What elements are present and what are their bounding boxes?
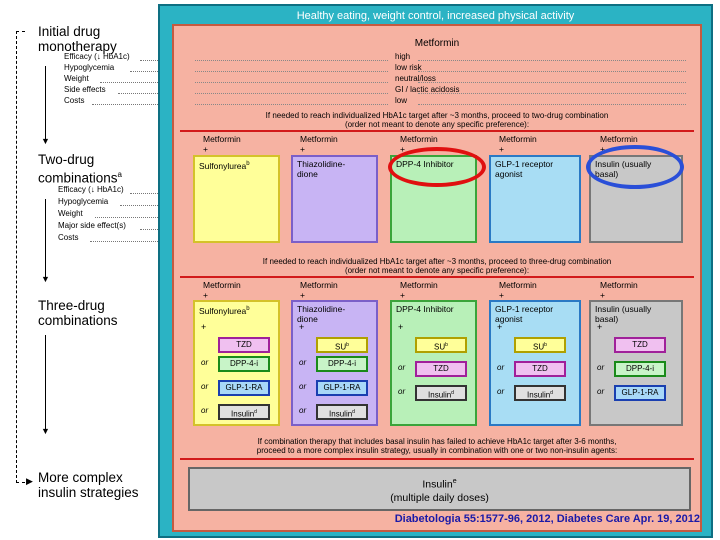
drug-chip-insulin: Insulind xyxy=(514,385,566,401)
citation: Diabetologia 55:1577-96, 2012, Diabetes … xyxy=(394,513,700,525)
or-label: or xyxy=(299,406,307,415)
down-arrow-icon xyxy=(45,199,46,279)
highlight-red-ellipse xyxy=(388,147,486,187)
drug-chip-dpp-4-i: DPP-4-i xyxy=(614,361,666,377)
down-arrow-icon xyxy=(45,335,46,431)
mono-value: neutral/loss xyxy=(395,74,436,83)
drug-chip-insulin: Insulind xyxy=(218,404,270,420)
plus-sign: + xyxy=(597,322,603,332)
or-label: or xyxy=(201,358,209,367)
down-arrowhead-icon: ▼ xyxy=(41,274,50,284)
plus-sign: + xyxy=(398,322,404,332)
divider-line xyxy=(180,458,694,460)
or-label: or xyxy=(201,406,209,415)
down-arrowhead-icon: ▼ xyxy=(41,426,50,436)
drug-chip-dpp-4-i: DPP-4-i xyxy=(316,356,368,372)
drug-chip-su: SUb xyxy=(316,337,368,353)
drug-chip-su: SUb xyxy=(415,337,467,353)
drug-chip-insulin: Insulind xyxy=(316,404,368,420)
drug-chip-tzd: TZD xyxy=(614,337,666,353)
row-label: Efficacy (↓ HbA1c) xyxy=(58,185,124,194)
or-label: or xyxy=(597,387,605,396)
drug-chip-dpp-4-i: DPP-4-i xyxy=(218,356,270,372)
column-metformin-plus: Metformin+ xyxy=(600,280,638,300)
down-arrowhead-icon: ▼ xyxy=(41,136,50,146)
column-metformin-plus: Metformin+ xyxy=(499,280,537,300)
drug-chip-glp-1-ra: GLP-1-RA xyxy=(614,385,666,401)
column-metformin-plus: Metformin+ xyxy=(499,134,537,154)
monotherapy-drug: Metformin xyxy=(414,38,460,49)
plus-sign: + xyxy=(201,322,207,332)
drug-chip-glp-1-ra: GLP-1-RA xyxy=(316,380,368,396)
plus-sign: + xyxy=(299,322,305,332)
highlight-blue-ellipse xyxy=(586,145,684,189)
drug-chip-insulin: Insulind xyxy=(415,385,467,401)
stage-flow-dashed-line xyxy=(16,31,25,483)
row-label: Costs xyxy=(64,96,85,105)
plus-sign: + xyxy=(497,322,503,332)
mono-value: low risk xyxy=(395,63,422,72)
row-label: Hypoglycemia xyxy=(58,197,109,206)
drug-chip-su: SUb xyxy=(514,337,566,353)
lifestyle-title: Healthy eating, weight control, increase… xyxy=(296,10,575,22)
note-three-drug: If needed to reach individualized HbA1c … xyxy=(262,257,612,275)
note-two-drug: If needed to reach individualized HbA1c … xyxy=(265,111,609,129)
two-drug-glp1: GLP-1 receptor agonist xyxy=(489,155,581,243)
column-metformin-plus: Metformin+ xyxy=(300,280,338,300)
divider-line xyxy=(180,130,694,132)
or-label: or xyxy=(398,387,406,396)
column-metformin-plus: Metformin+ xyxy=(203,134,241,154)
or-label: or xyxy=(299,358,307,367)
row-label: Side effects xyxy=(64,85,106,94)
down-arrow-icon xyxy=(45,66,46,140)
row-label: Weight xyxy=(64,74,89,83)
insulin-multiple-doses-box: Insuline (multiple daily doses) xyxy=(188,467,691,511)
drug-chip-tzd: TZD xyxy=(218,337,270,353)
row-label: Efficacy (↓ HbA1c) xyxy=(64,52,130,61)
row-label: Costs xyxy=(58,233,79,242)
flow-arrowhead-icon: ▶ xyxy=(26,476,33,486)
row-label: Major side effect(s) xyxy=(58,221,126,230)
column-metformin-plus: Metformin+ xyxy=(600,134,638,154)
or-label: or xyxy=(597,363,605,372)
mono-value: low xyxy=(395,96,408,105)
mono-value: high xyxy=(395,52,411,61)
divider-line xyxy=(180,276,694,278)
therapy-frame xyxy=(172,24,702,532)
row-label: Hypoglycemia xyxy=(64,63,115,72)
column-metformin-plus: Metformin+ xyxy=(203,280,241,300)
note-complex-insulin: If combination therapy that includes bas… xyxy=(256,437,618,455)
drug-chip-glp-1-ra: GLP-1-RA xyxy=(218,380,270,396)
column-metformin-plus: Metformin+ xyxy=(400,280,438,300)
column-metformin-plus: Metformin+ xyxy=(400,134,438,154)
drug-chip-tzd: TZD xyxy=(415,361,467,377)
row-label: Weight xyxy=(58,209,83,218)
or-label: or xyxy=(299,382,307,391)
or-label: or xyxy=(201,382,209,391)
mono-value: GI / lactic acidosis xyxy=(395,85,460,94)
or-label: or xyxy=(497,363,505,372)
column-metformin-plus: Metformin+ xyxy=(300,134,338,154)
two-drug-thiazolidinedione: Thiazolidine-dione xyxy=(291,155,378,243)
drug-chip-tzd: TZD xyxy=(514,361,566,377)
or-label: or xyxy=(398,363,406,372)
or-label: or xyxy=(497,387,505,396)
two-drug-sulfonylurea: Sulfonylureab xyxy=(193,155,280,243)
